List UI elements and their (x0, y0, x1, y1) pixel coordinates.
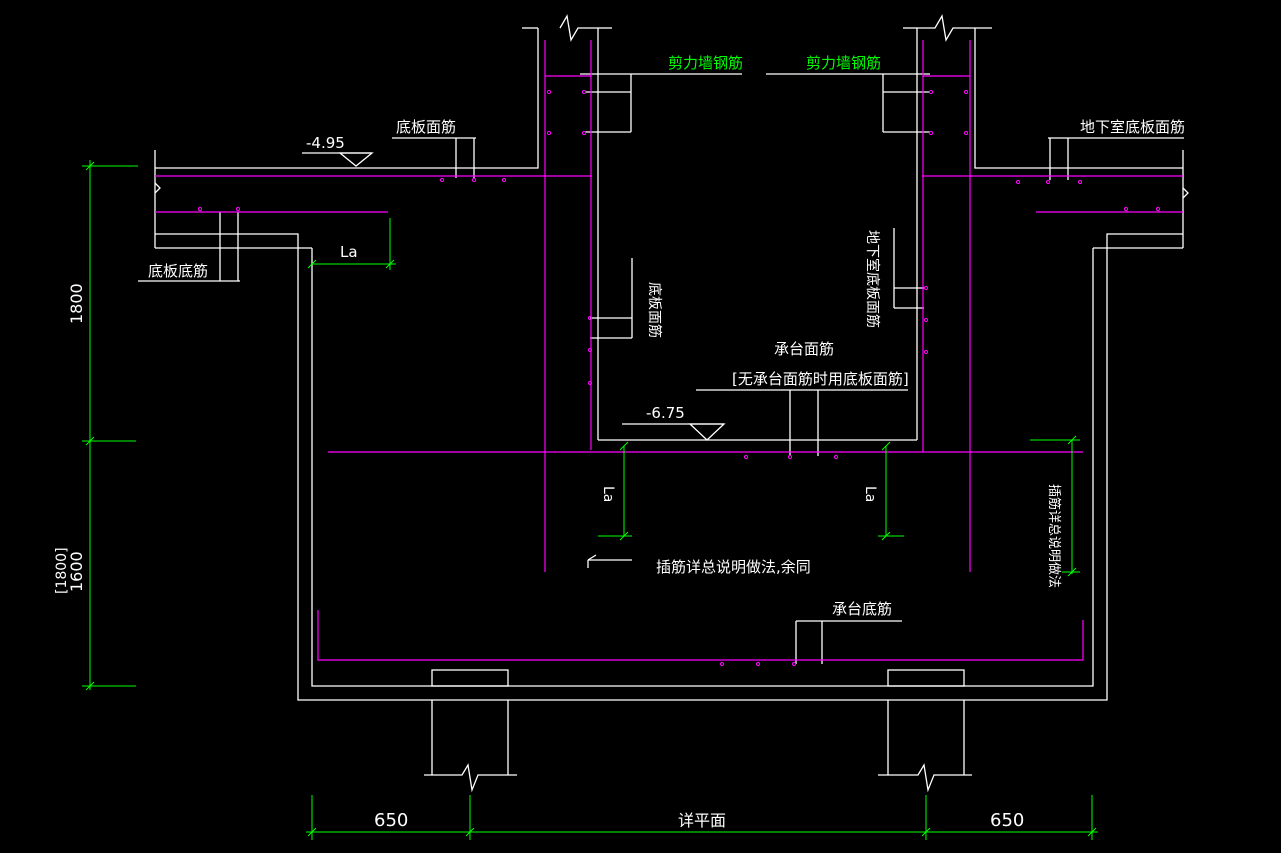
dimension-vertical-lower-alt: [1800] (54, 547, 70, 594)
cap-top-rebar-label: 承台面筋 (774, 340, 834, 358)
anchor-length-label-top: La (340, 243, 358, 261)
cap-top-rebar-note: [无承台面筋时用底板面筋] (732, 370, 909, 388)
basement-slab-bottom-rebar-label-vertical: 地下室底板面筋 (864, 230, 881, 328)
dimension-horizontal-left: 650 (374, 810, 408, 831)
slab-top-rebar-label-vertical: 底板面筋 (646, 282, 663, 338)
rebar-section-dots (197, 89, 1161, 667)
shear-wall-rebar-label-left: 剪力墙钢筋 (668, 54, 743, 72)
anchor-length-label-left: La (600, 486, 616, 502)
elevation-top-label: -4.95 (306, 134, 345, 152)
dowel-note-label: 插筋详总说明做法,余同 (656, 558, 811, 576)
anchor-length-label-right: La (862, 486, 878, 502)
slab-bottom-rebar-label: 底板底筋 (148, 262, 208, 280)
slab-top-rebar-label: 底板面筋 (396, 118, 456, 136)
concrete-outline (154, 14, 1189, 793)
dimension-horizontal-right: 650 (990, 810, 1024, 831)
shear-wall-rebar-label-right: 剪力墙钢筋 (806, 54, 881, 72)
dimension-vertical-lower: 1600 (67, 551, 86, 592)
dimension-lines (82, 160, 1098, 840)
dimension-horizontal-middle: 详平面 (678, 811, 726, 830)
elevation-inner-label: -6.75 (646, 404, 685, 422)
basement-slab-top-rebar-label: 地下室底板面筋 (1080, 118, 1185, 136)
dowel-note-label-vertical: 插筋详总说明做法 (1046, 484, 1062, 588)
cap-bottom-rebar-label: 承台底筋 (832, 600, 892, 618)
leader-lines (138, 73, 1184, 664)
dimension-vertical-upper: 1800 (67, 283, 86, 324)
